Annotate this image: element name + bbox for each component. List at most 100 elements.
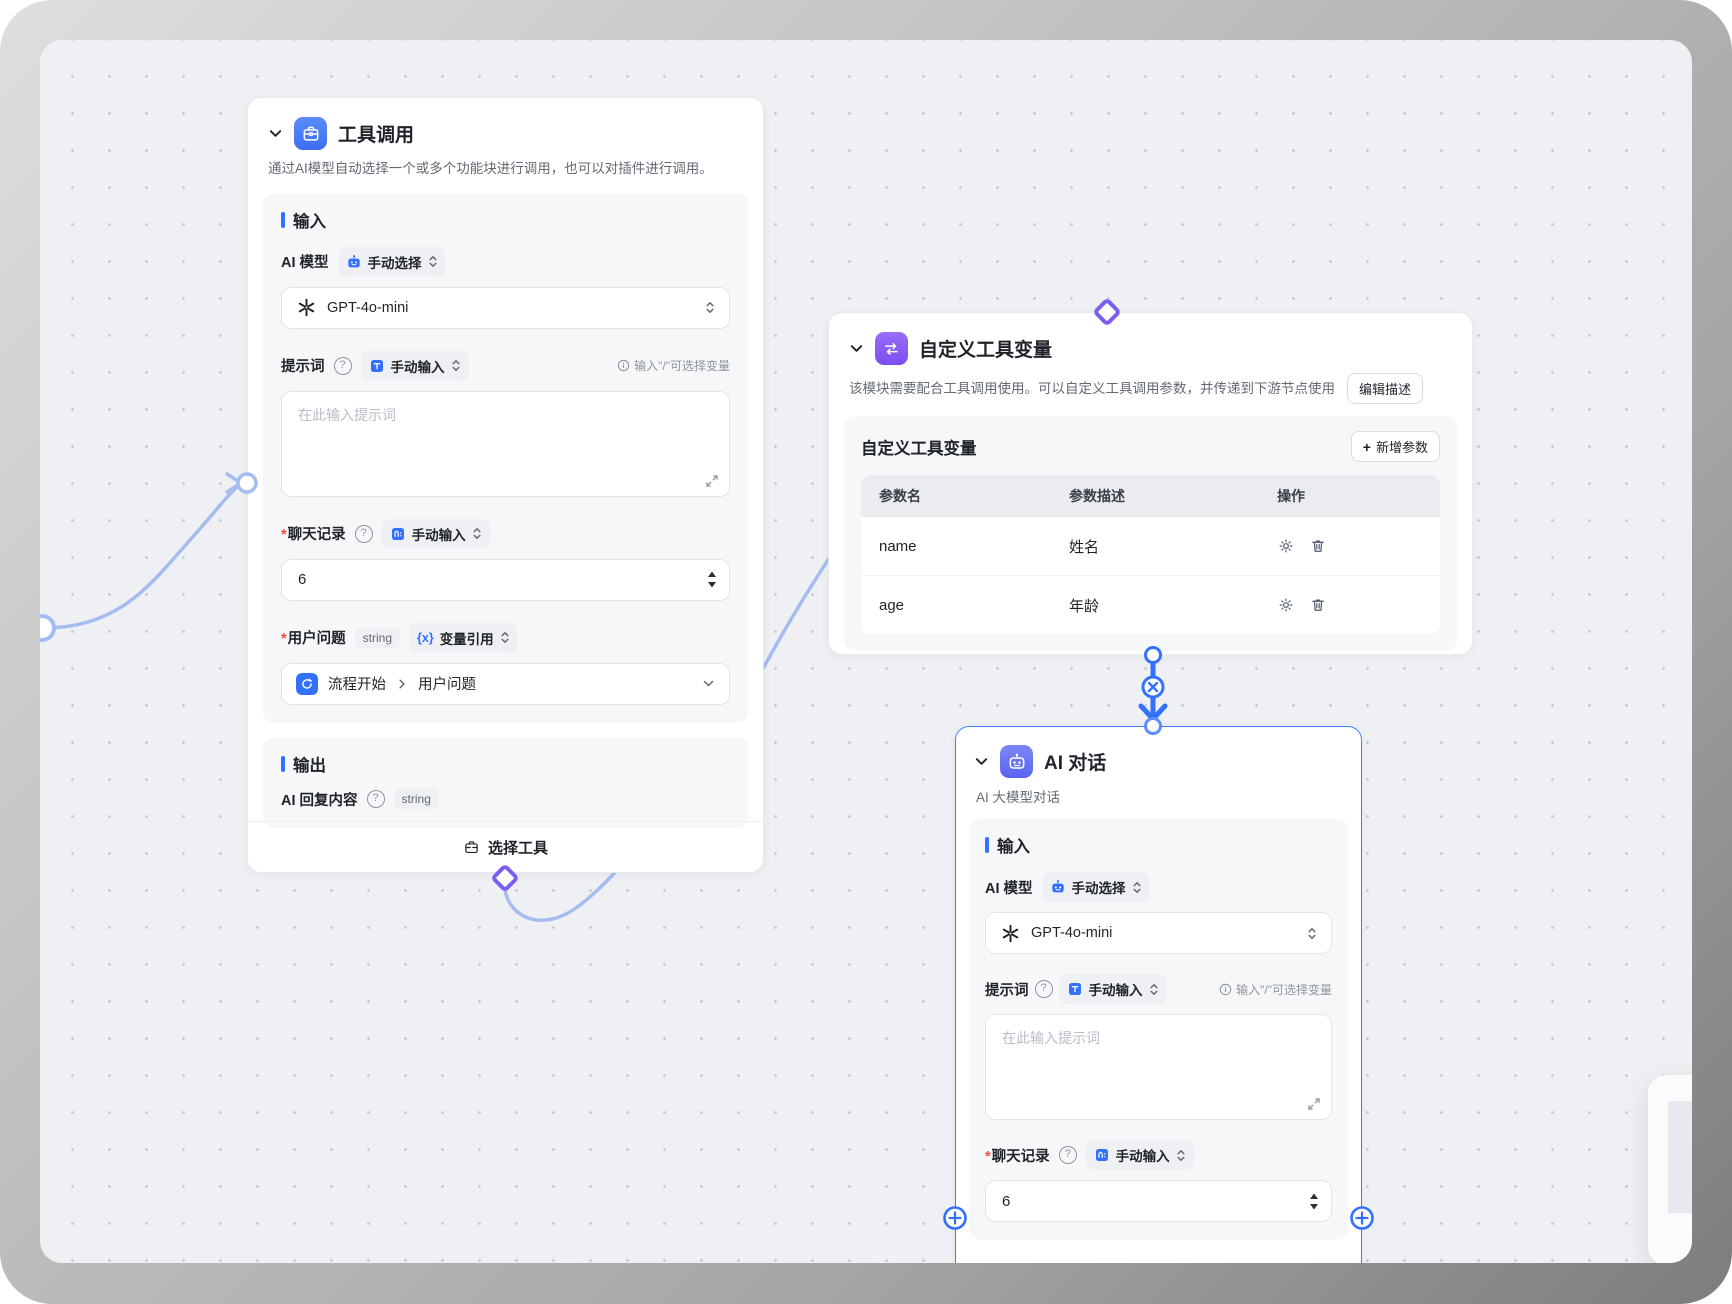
user-question-label: 用户问题: [281, 627, 346, 648]
node-description: 通过AI模型自动选择一个或多个功能块进行调用，也可以对插件进行调用。: [268, 161, 713, 176]
ref-source: 流程开始: [328, 677, 386, 694]
workflow-canvas[interactable]: 工具调用 通过AI模型自动选择一个或多个功能块进行调用，也可以对插件进行调用。 …: [40, 40, 1692, 1263]
toolbox-icon: [465, 840, 478, 853]
prompt-textarea[interactable]: [985, 1014, 1332, 1120]
prompt-textarea-field[interactable]: [296, 402, 715, 482]
section-bar: [281, 755, 285, 772]
edge-source-port[interactable]: [40, 614, 56, 642]
node-title: AI 对话: [1044, 753, 1107, 774]
user-question-ref-select[interactable]: 流程开始 用户问题: [281, 662, 730, 705]
chat-history-value[interactable]: [296, 570, 707, 590]
node-custom-vars[interactable]: 自定义工具变量 该模块需要配合工具调用使用。可以自定义工具调用参数，并传递到下游…: [828, 312, 1473, 655]
prompt-hint: 输入"/"可选择变量: [1219, 981, 1332, 998]
add-node-handle-left[interactable]: [943, 1206, 967, 1230]
tool-call-input-port[interactable]: [236, 472, 258, 494]
model-label: AI 模型: [281, 255, 329, 272]
collapse-chevron-icon[interactable]: [268, 126, 283, 141]
minimap-panel[interactable]: [1648, 1075, 1692, 1263]
transfer-icon: [875, 332, 908, 365]
number-input-icon: [391, 527, 404, 540]
customvars-output-port[interactable]: [1144, 646, 1162, 664]
params-table: 参数名 参数描述 操作 name 姓名: [861, 475, 1440, 634]
help-icon[interactable]: [354, 524, 373, 543]
plus-icon: +: [1362, 438, 1371, 455]
expand-icon[interactable]: [1307, 1097, 1321, 1111]
robot-icon: [347, 254, 360, 267]
chat-history-mode-select[interactable]: 手动输入: [381, 518, 490, 549]
prompt-mode-select[interactable]: 手动输入: [360, 350, 469, 381]
section-heading-label: 输出: [293, 756, 326, 775]
info-icon: [617, 359, 630, 372]
chevron-down-icon: [703, 680, 714, 687]
edit-description-button[interactable]: 编辑描述: [1347, 373, 1424, 404]
model-mode-select[interactable]: 手动选择: [337, 246, 446, 277]
trash-icon[interactable]: [1309, 596, 1327, 614]
gear-icon[interactable]: [1277, 596, 1295, 614]
collapse-chevron-icon[interactable]: [849, 341, 864, 356]
info-icon: [1219, 983, 1232, 995]
col-param-name: 参数名: [879, 488, 921, 504]
ports-layer: [40, 299, 1374, 1230]
model-select[interactable]: GPT-4o-mini: [985, 912, 1332, 954]
node-ai-chat[interactable]: AI 对话 AI 大模型对话 输入 AI 模型 手动选择: [955, 726, 1362, 1263]
chat-history-input[interactable]: [281, 558, 730, 601]
prompt-textarea[interactable]: [281, 390, 730, 497]
prompt-hint: 输入"/"可选择变量: [617, 357, 730, 374]
prompt-label: 提示词: [281, 359, 325, 376]
chat-history-input[interactable]: [985, 1180, 1332, 1222]
help-icon[interactable]: [333, 356, 352, 375]
help-icon[interactable]: [1034, 980, 1053, 998]
param-name: age: [879, 596, 905, 614]
node-tool-call[interactable]: 工具调用 通过AI模型自动选择一个或多个功能块进行调用，也可以对插件进行调用。 …: [247, 97, 764, 873]
expand-icon[interactable]: [705, 474, 719, 488]
section-heading-label: 输入: [293, 212, 326, 231]
trash-icon[interactable]: [1309, 537, 1327, 555]
section-bar: [281, 211, 285, 228]
model-mode-select[interactable]: 手动选择: [1041, 872, 1150, 902]
mode-label: 变量引用: [439, 631, 494, 647]
tool-port-diamond[interactable]: [492, 865, 518, 891]
type-badge: string: [354, 627, 400, 648]
add-param-button[interactable]: + 新增参数: [1350, 431, 1440, 462]
openai-logo-icon: [298, 298, 315, 317]
chat-history-value[interactable]: [1000, 1191, 1309, 1211]
robot-icon: [1051, 880, 1064, 893]
mode-label: 手动输入: [390, 359, 445, 375]
prompt-textarea-field[interactable]: [1000, 1026, 1317, 1105]
node-description: 该模块需要配合工具调用使用。可以自定义工具调用参数，并传递到下游节点使用: [849, 380, 1335, 396]
flow-start-icon: [296, 672, 318, 695]
table-header-row: 参数名 参数描述 操作: [861, 475, 1440, 517]
text-input-icon: [1068, 983, 1081, 995]
collapse-chevron-icon[interactable]: [974, 754, 989, 769]
param-desc: 姓名: [1068, 538, 1099, 556]
custom-vars-panel: 自定义工具变量 + 新增参数 参数名 参数描述 操作 name 姓名: [844, 416, 1457, 651]
help-icon[interactable]: [366, 790, 385, 809]
input-section: 输入 AI 模型 手动选择: [263, 192, 748, 723]
panel-title: 自定义工具变量: [861, 439, 977, 458]
disconnect-icon[interactable]: [1141, 675, 1165, 699]
caret-updown-icon: [1308, 927, 1316, 939]
stepper-arrows[interactable]: [707, 571, 717, 588]
gear-icon[interactable]: [1277, 537, 1295, 555]
caret-updown-icon: [706, 302, 714, 313]
customvars-port-diamond[interactable]: [1094, 299, 1120, 325]
text-input-icon: [370, 359, 383, 372]
mode-label: 手动选择: [367, 255, 422, 271]
prompt-mode-select[interactable]: 手动输入: [1058, 974, 1167, 1004]
output-section: 输出 AI 回复内容 string: [263, 736, 748, 828]
section-heading-label: 输入: [997, 838, 1030, 856]
add-node-handle-right[interactable]: [1350, 1206, 1374, 1230]
user-question-mode-select[interactable]: 变量引用: [409, 622, 518, 653]
chevron-right-icon: [399, 679, 405, 689]
aichat-input-port[interactable]: [1144, 717, 1162, 735]
caret-updown-icon: [428, 256, 437, 267]
stepper-arrows[interactable]: [1309, 1193, 1319, 1210]
help-icon[interactable]: [1058, 1146, 1077, 1164]
node-header: 工具调用: [248, 98, 763, 150]
section-bar: [985, 837, 989, 853]
edge-into-tool-call: [40, 485, 239, 630]
select-tool-button[interactable]: 选择工具: [248, 821, 763, 872]
select-tool-label: 选择工具: [487, 839, 548, 857]
chat-history-mode-select[interactable]: 手动输入: [1085, 1140, 1194, 1170]
model-select[interactable]: GPT-4o-mini: [281, 286, 730, 329]
